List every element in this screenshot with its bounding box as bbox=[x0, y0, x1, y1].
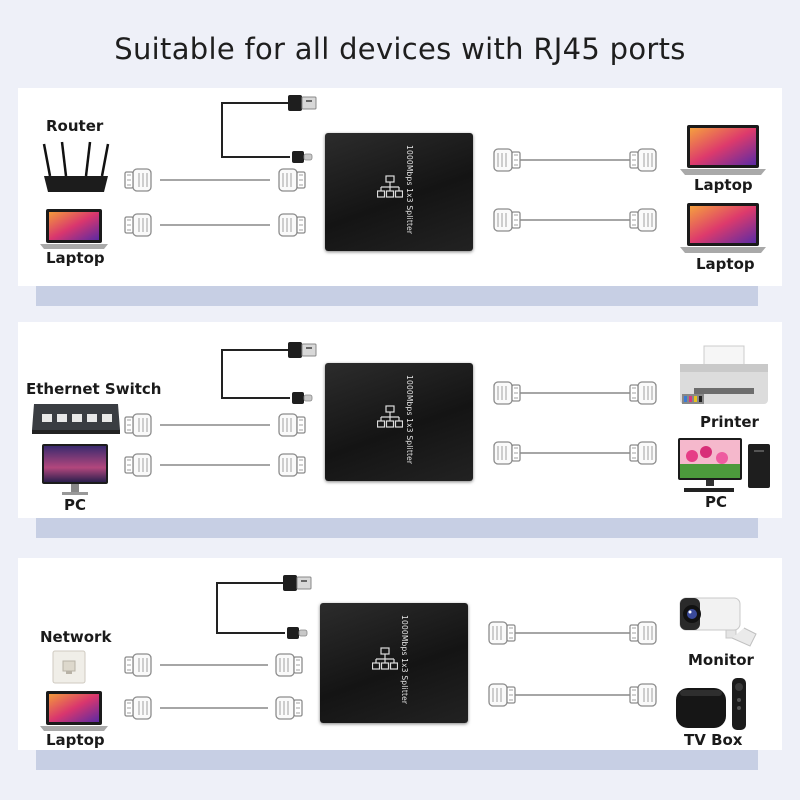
device-label-tv-box: TV Box bbox=[684, 731, 743, 749]
laptop-icon bbox=[40, 209, 108, 249]
laptop-icon bbox=[680, 125, 766, 175]
printer-icon bbox=[680, 345, 768, 404]
panel-3-shadow-band bbox=[36, 748, 758, 770]
network-icon bbox=[372, 647, 398, 670]
security-camera-icon bbox=[679, 597, 757, 647]
device-label-pc: PC bbox=[64, 496, 87, 514]
device-label-laptop: Laptop bbox=[46, 249, 105, 267]
splitter-label: 1000Mbps 1x3 Splitter bbox=[405, 145, 414, 235]
device-label-laptop: Laptop bbox=[694, 176, 753, 194]
pc-monitor-icon bbox=[42, 444, 108, 495]
router-icon bbox=[42, 141, 110, 192]
device-label-printer: Printer bbox=[700, 413, 759, 431]
wall-network-port-icon bbox=[52, 650, 86, 684]
splitter-box-2: 1000Mbps 1x3 Splitter bbox=[325, 363, 473, 481]
splitter-box-3: 1000Mbps 1x3 Splitter bbox=[320, 603, 468, 723]
pc-icon bbox=[678, 438, 770, 492]
splitter-box-1: 1000Mbps 1x3 Splitter bbox=[325, 133, 473, 251]
network-icon bbox=[377, 175, 403, 198]
tv-box-icon bbox=[676, 678, 746, 730]
device-label-router: Router bbox=[46, 117, 104, 135]
device-label-laptop: Laptop bbox=[696, 255, 755, 273]
device-label-ethernet-switch: Ethernet Switch bbox=[26, 380, 162, 398]
device-label-pc: PC bbox=[705, 493, 728, 511]
laptop-icon bbox=[680, 203, 766, 253]
network-icon bbox=[377, 405, 403, 428]
device-label-network: Network bbox=[40, 628, 112, 646]
ethernet-switch-icon bbox=[32, 404, 120, 434]
device-label-monitor: Monitor bbox=[688, 651, 754, 669]
laptop-icon bbox=[40, 691, 108, 731]
panel-1-shadow-band bbox=[36, 284, 758, 306]
splitter-label: 1000Mbps 1x3 Splitter bbox=[405, 375, 414, 465]
device-label-laptop: Laptop bbox=[46, 731, 105, 749]
splitter-label: 1000Mbps 1x3 Splitter bbox=[400, 615, 409, 705]
panel-2-shadow-band bbox=[36, 516, 758, 538]
page-title: Suitable for all devices with RJ45 ports bbox=[114, 32, 686, 66]
